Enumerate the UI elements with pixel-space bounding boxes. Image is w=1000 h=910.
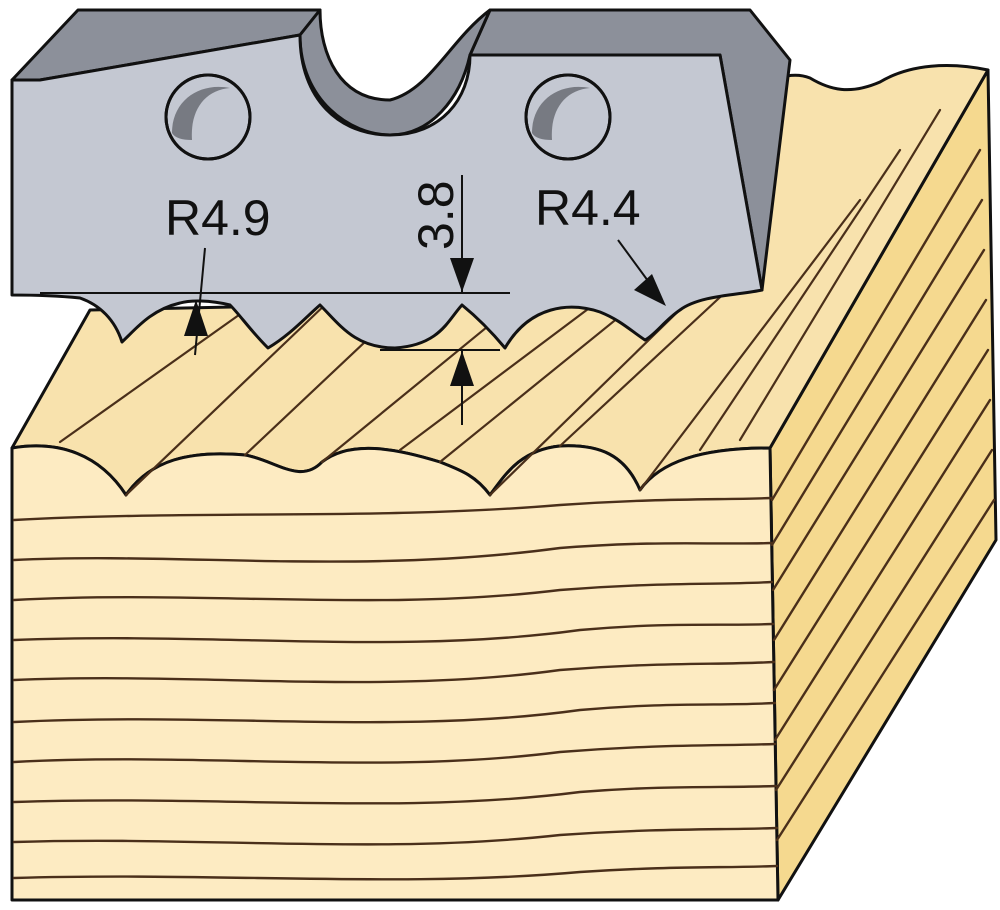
radius-left-arrow <box>184 300 208 336</box>
depth-arrow-bottom <box>450 351 474 386</box>
wood-side-grain <box>770 148 996 842</box>
knife-face <box>10 33 764 350</box>
depth-arrow-top <box>450 258 474 292</box>
profile-knife <box>10 8 792 350</box>
knife-hole-right <box>524 73 612 161</box>
wood-front-grain <box>12 496 779 881</box>
radius-left-label: R4.9 <box>165 190 271 246</box>
knife-hole-left <box>164 73 252 161</box>
radius-right-label: R4.4 <box>535 180 641 236</box>
depth-label: 3.8 <box>408 180 464 250</box>
knife-arch-inner <box>298 8 492 137</box>
radius-left-leader <box>194 247 206 356</box>
radius-right-arrow <box>634 274 666 306</box>
dimension-arrows <box>184 258 666 386</box>
